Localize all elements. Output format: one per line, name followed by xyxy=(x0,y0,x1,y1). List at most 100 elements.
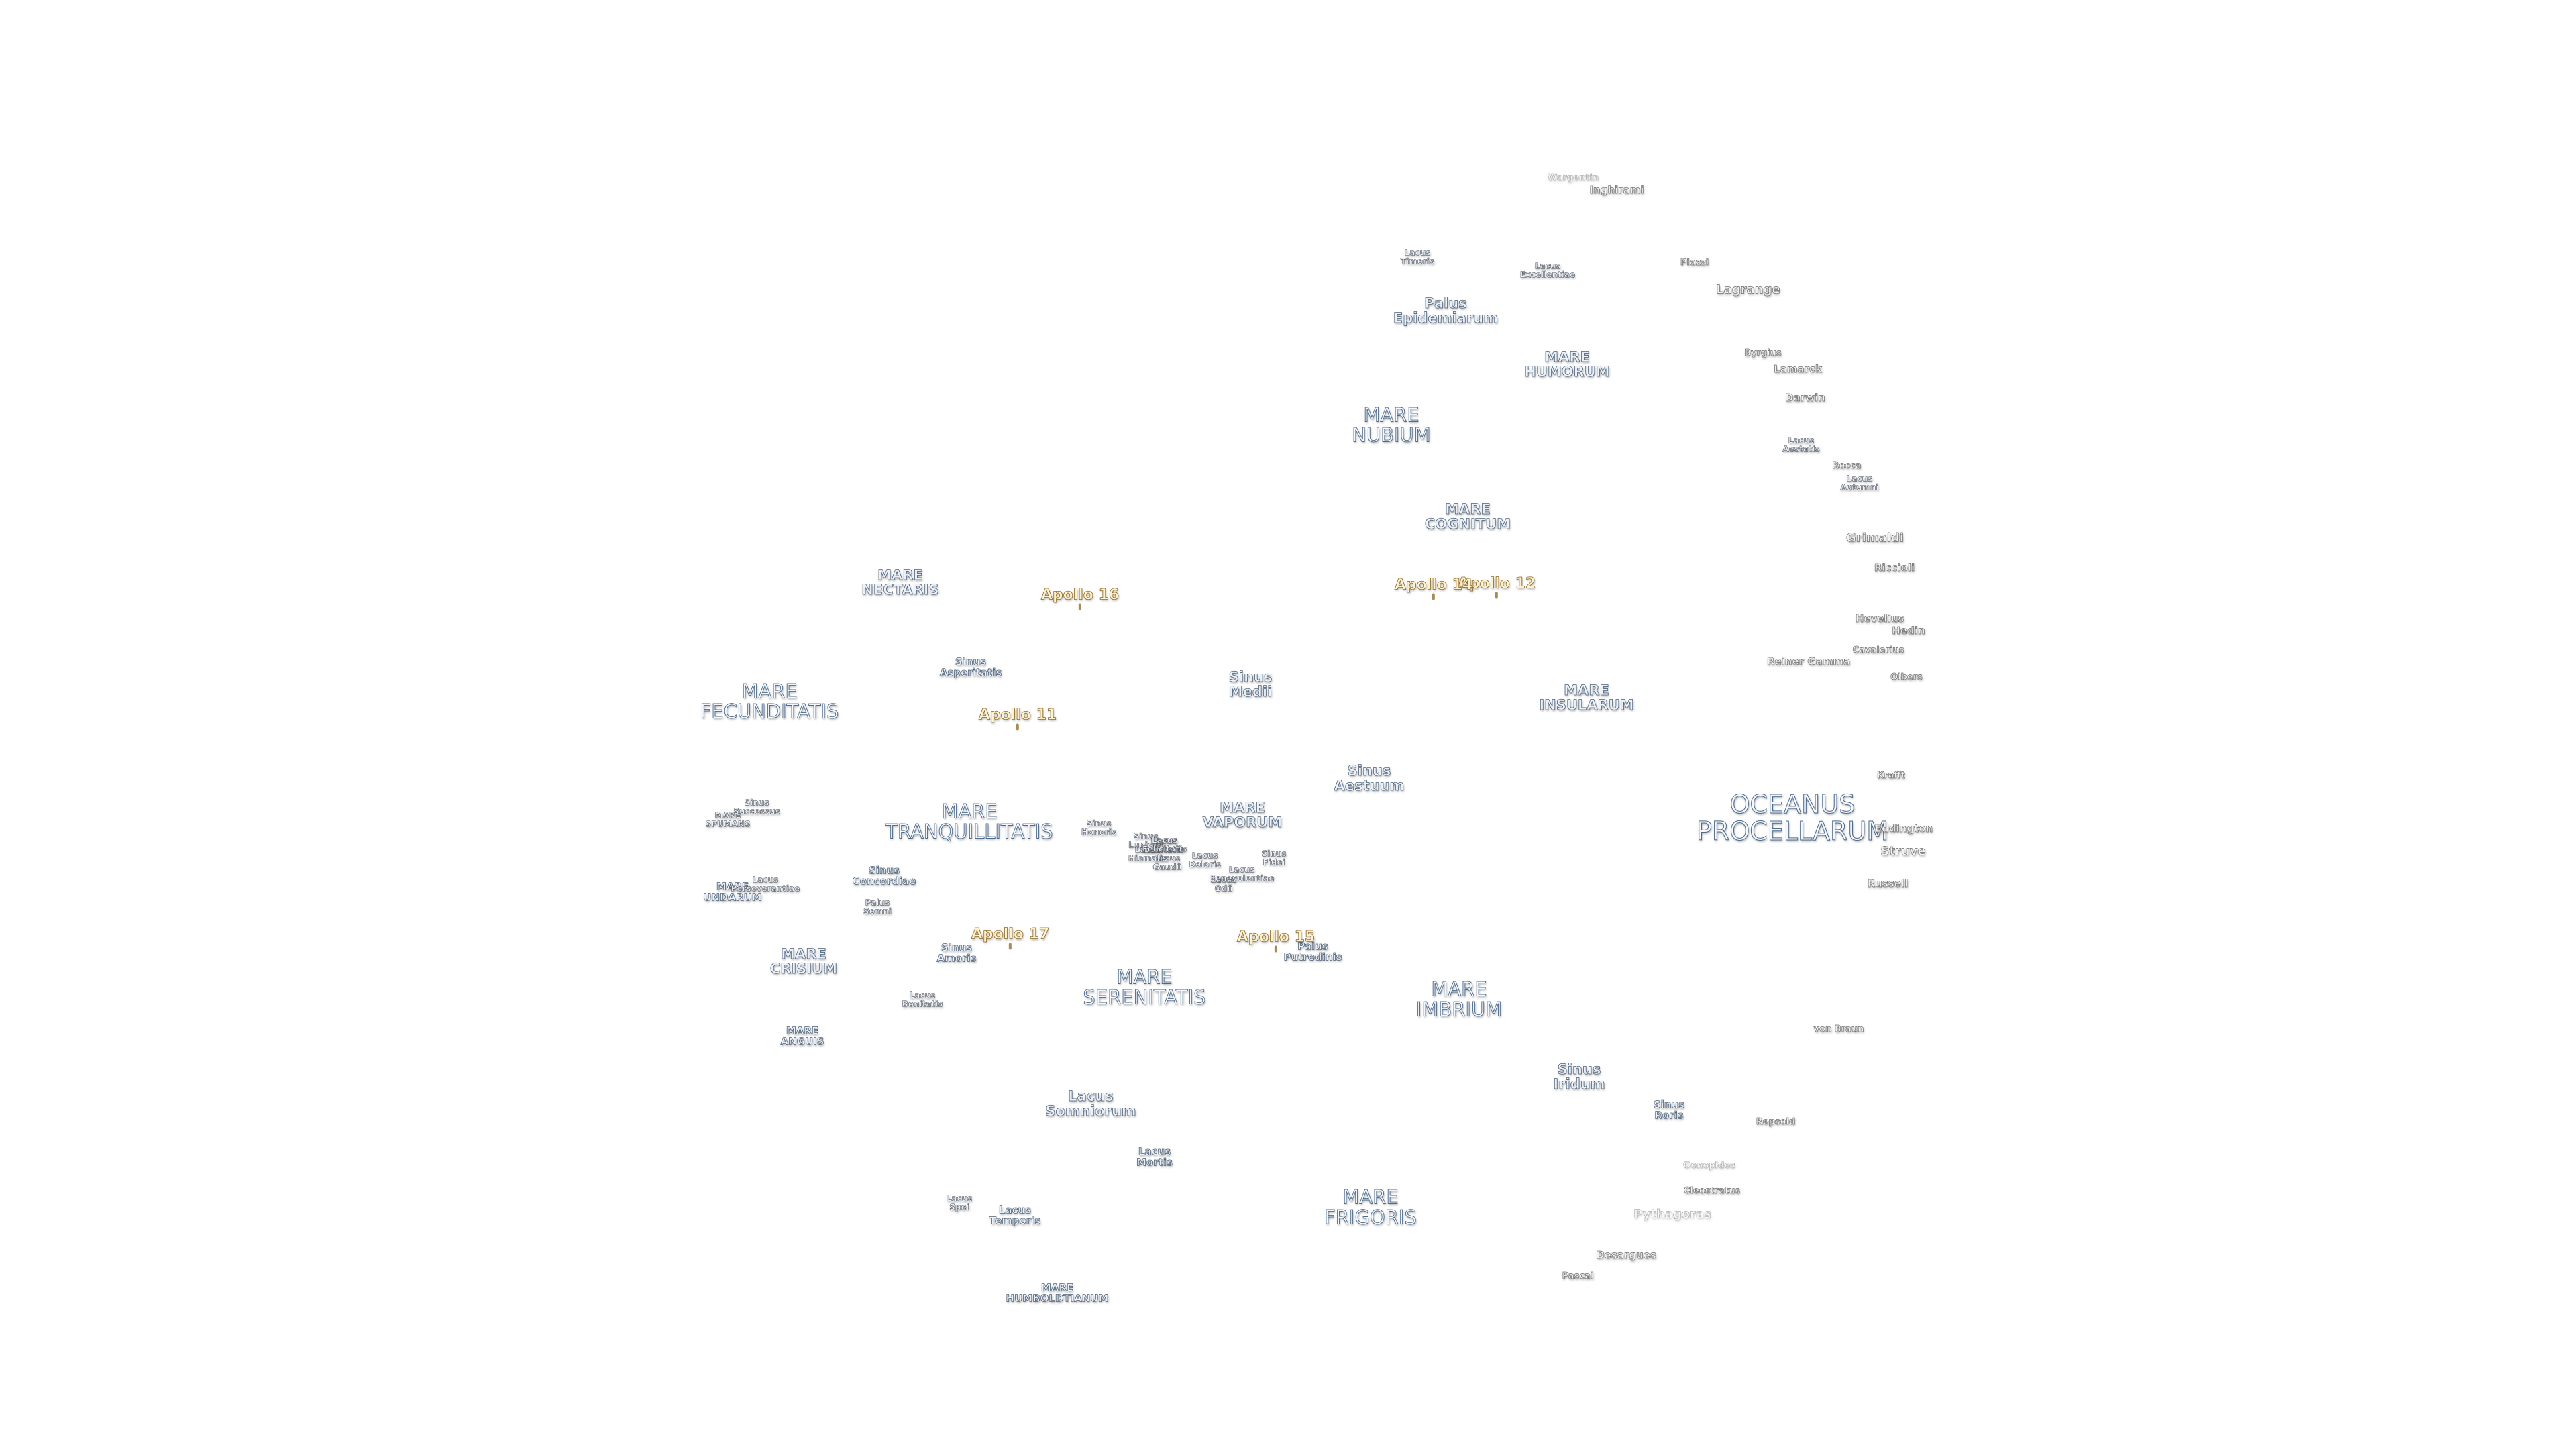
feature-label-line: Lacus xyxy=(1228,865,1255,875)
feature-label-line: Lacus xyxy=(1150,836,1177,846)
feature-label-line: Amoris xyxy=(936,952,977,964)
feature-label-line: TRANQUILLITATIS xyxy=(885,820,1053,843)
feature-label-line: MARE xyxy=(1363,403,1419,427)
feature-label-line: MARE xyxy=(1220,799,1265,816)
crater-label: Repsold xyxy=(1756,1117,1796,1128)
feature-label-line: Lacus xyxy=(1191,851,1218,861)
crater-label: Cleostratus xyxy=(1683,1186,1741,1197)
feature-label-line: Sinus xyxy=(1347,762,1391,779)
apollo-site-label[interactable]: Apollo 16 xyxy=(1040,586,1120,610)
feature-label-line: Lacus xyxy=(1068,1087,1114,1104)
feature-label-line: MARE xyxy=(786,1024,819,1037)
crater-label: Riccioli xyxy=(1874,561,1915,574)
crater-label: Pythagoras xyxy=(1633,1207,1712,1222)
feature-label-line: FRIGORIS xyxy=(1324,1206,1417,1229)
crater-label: von Braun xyxy=(1813,1024,1864,1035)
feature-label-line: Palus xyxy=(865,898,890,908)
crater-label: Reiner Gamma xyxy=(1766,655,1851,668)
feature-label-line: Sinus xyxy=(955,655,987,668)
feature-label-line: Sinus xyxy=(941,941,973,954)
feature-label-line: Sinus xyxy=(744,798,769,808)
apollo-site-name: Apollo 11 xyxy=(978,706,1057,724)
feature-label-line: Excellentiae xyxy=(1519,270,1576,279)
crater-label: Lagrange xyxy=(1716,282,1780,297)
feature-label-line: HUMBOLDTIANUM xyxy=(1006,1292,1109,1304)
feature-label-line: Doloris xyxy=(1189,859,1221,869)
crater-label: Russell xyxy=(1867,877,1909,890)
feature-label-line: MARE xyxy=(1544,348,1590,365)
feature-label-line: Lacus xyxy=(1788,435,1815,445)
feature-label-line: COGNITUM xyxy=(1424,516,1511,532)
feature-label-line: Aestatis xyxy=(1782,444,1820,453)
apollo-site-label[interactable]: Apollo 15 xyxy=(1236,928,1316,953)
feature-label-line: ANGUIS xyxy=(780,1035,824,1047)
feature-label-line: Epidemiarum xyxy=(1393,310,1499,326)
apollo-site-label[interactable]: Apollo 17 xyxy=(971,926,1050,950)
apollo-site-label[interactable]: Apollo 14 xyxy=(1394,576,1473,600)
feature-label-line: IMBRIUM xyxy=(1415,998,1503,1021)
feature-label-line: Sinus xyxy=(868,864,900,877)
crater-label: Piazzi xyxy=(1680,258,1709,268)
feature-label-line: Lacus xyxy=(1534,261,1561,271)
crater-label: Eddington xyxy=(1874,822,1933,835)
apollo-site-name: Apollo 12 xyxy=(1457,575,1536,592)
feature-label-line: PROCELLARUM xyxy=(1697,816,1889,846)
feature-label-line: MARE xyxy=(1342,1185,1399,1209)
feature-label-line: Lacus xyxy=(946,1193,973,1203)
crater-label: Darwin xyxy=(1785,392,1825,405)
crater-label: Desargues xyxy=(1596,1249,1656,1262)
feature-label-line: Concordiae xyxy=(852,875,916,887)
apollo-site-name: Apollo 14 xyxy=(1394,576,1473,594)
feature-label-line: Sinus xyxy=(1228,668,1273,685)
crater-label: Inghirami xyxy=(1589,184,1644,197)
crater-label: Oenopides xyxy=(1683,1161,1735,1171)
feature-label-line: VAPORUM xyxy=(1202,814,1283,830)
feature-label-line: Lenitatis xyxy=(1144,845,1184,854)
feature-label-line: HUMORUM xyxy=(1524,364,1610,380)
feature-label-line: Lacus xyxy=(1404,248,1431,258)
feature-label-line: MARE xyxy=(716,880,749,893)
feature-label-line: MARE xyxy=(877,566,923,583)
landing-pin-icon xyxy=(1274,945,1277,953)
apollo-site-label[interactable]: Apollo 11 xyxy=(978,706,1057,731)
feature-label-line: Lacus xyxy=(998,1203,1032,1216)
feature-label-line: Sinus xyxy=(1133,831,1159,841)
landing-pin-icon xyxy=(1432,593,1435,600)
feature-label-line: SERENITATIS xyxy=(1083,986,1206,1009)
feature-label-line: Asperitatis xyxy=(939,666,1002,678)
feature-label-line: Gaudii xyxy=(1152,862,1182,871)
apollo-site-label[interactable]: Apollo 12 xyxy=(1457,575,1536,599)
feature-label-line: Lacus xyxy=(1138,1145,1171,1158)
feature-label-line: Mortis xyxy=(1136,1156,1173,1168)
feature-label-line: Sinus xyxy=(1653,1098,1685,1111)
feature-label-line: Lacus xyxy=(1134,845,1161,855)
feature-label-line: Bonitatis xyxy=(902,999,943,1008)
landing-pin-icon xyxy=(1008,943,1012,950)
crater-label: Krafft xyxy=(1876,771,1906,782)
feature-label-line: Fidei xyxy=(1263,857,1285,867)
